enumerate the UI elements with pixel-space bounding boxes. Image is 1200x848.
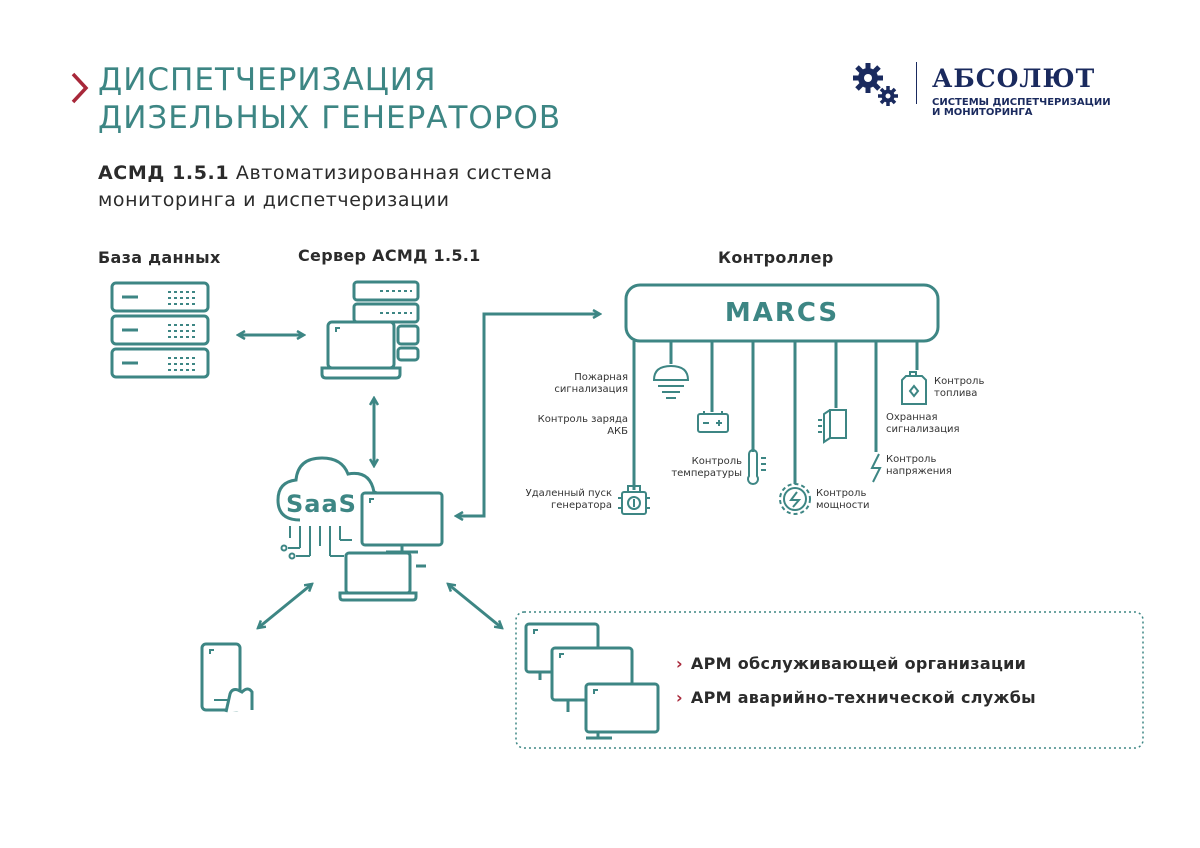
sensor-label-temp-line2: температуры	[671, 468, 742, 479]
voltage-icon	[870, 453, 882, 483]
phone-icon	[200, 642, 254, 713]
controller-label: Контроллер	[718, 248, 834, 267]
saas-phone-arrow	[258, 584, 312, 628]
controller-lines	[632, 341, 919, 490]
sensor-label-battery-line2: АКБ	[607, 426, 628, 437]
fire-alarm-icon	[652, 364, 690, 399]
fuel-canister-icon	[901, 371, 927, 405]
sensor-label-power: Контроль мощности	[816, 488, 870, 512]
chevron-right-icon: ›	[676, 654, 683, 673]
sensor-label-security-line1: Охранная	[886, 412, 938, 423]
thermometer-icon	[747, 449, 766, 485]
saas-arm-arrow	[448, 584, 502, 628]
arm-box	[515, 611, 1144, 749]
sensor-label-remote-line2: генератора	[551, 500, 612, 511]
sensor-label-power-line2: мощности	[816, 500, 870, 511]
page-title-line1: ДИСПЕТЧЕРИЗАЦИЯ	[98, 62, 437, 98]
sensor-label-fire: Пожарная сигнализация	[526, 372, 628, 396]
arm-item-emergency-service-label: АРМ аварийно-технической службы	[690, 688, 1036, 707]
logo-tagline-line2: И МОНИТОРИНГА	[932, 107, 1033, 118]
page-title-line2: ДИЗЕЛЬНЫХ ГЕНЕРАТОРОВ	[98, 100, 562, 136]
database-icon	[110, 281, 210, 379]
arm-item-emergency-service: › АРМ аварийно-технической службы	[676, 688, 1036, 707]
logo-tagline: СИСТЕМЫ ДИСПЕТЧЕРИЗАЦИИ И МОНИТОРИНГА	[932, 98, 1111, 118]
chevron-right-icon: ›	[676, 688, 683, 707]
sensor-label-remote-line1: Удаленный пуск	[525, 488, 612, 499]
sensor-label-voltage: Контроль напряжения	[886, 454, 952, 478]
saas-cloud-icon	[276, 456, 444, 602]
sensor-label-voltage-line1: Контроль	[886, 454, 937, 465]
gears-logo-icon	[853, 63, 898, 106]
marcs-controller-box	[624, 283, 940, 343]
logo-name: АБСОЛЮТ	[932, 64, 1096, 93]
database-label: База данных	[98, 248, 221, 267]
saas-label: SaaS	[286, 490, 357, 518]
power-gear-icon	[779, 483, 811, 515]
sensor-label-security-line2: сигнализация	[886, 424, 960, 435]
sensor-label-security: Охранная сигнализация	[886, 412, 960, 436]
subtitle: АСМД 1.5.1 Автоматизированная система мо…	[98, 160, 553, 214]
server-icon	[320, 280, 420, 380]
server-label: Сервер АСМД 1.5.1	[298, 246, 481, 265]
saas-controller-arrow	[456, 314, 600, 516]
logo-divider	[916, 62, 917, 104]
arm-item-service-org: › АРМ обслуживающей организации	[676, 654, 1026, 673]
sensor-label-fire-line1: Пожарная	[574, 372, 628, 383]
sensor-label-battery-line1: Контроль заряда	[537, 414, 628, 425]
sensor-label-battery: Контроль заряда АКБ	[506, 414, 628, 438]
subtitle-product: АСМД 1.5.1	[98, 162, 230, 184]
door-sensor-icon	[818, 409, 847, 444]
generator-icon	[618, 485, 650, 515]
sensor-label-fire-line2: сигнализация	[554, 384, 628, 395]
title-chevron-icon	[71, 72, 89, 104]
sensor-label-temp-line1: Контроль	[691, 456, 742, 467]
controller-name: MARCS	[724, 298, 840, 328]
subtitle-description: Автоматизированная система	[229, 162, 553, 184]
sensor-label-remote-start: Удаленный пуск генератора	[496, 488, 612, 512]
sensor-label-fuel-line2: топлива	[934, 388, 978, 399]
logo-tagline-line1: СИСТЕМЫ ДИСПЕТЧЕРИЗАЦИИ	[932, 97, 1111, 108]
battery-icon	[697, 411, 729, 433]
sensor-label-power-line1: Контроль	[816, 488, 867, 499]
sensor-label-voltage-line2: напряжения	[886, 466, 952, 477]
sensor-label-fuel-line1: Контроль	[934, 376, 985, 387]
sensor-label-fuel: Контроль топлива	[934, 376, 984, 400]
arm-monitors-icon	[524, 622, 660, 740]
arm-item-service-org-label: АРМ обслуживающей организации	[690, 654, 1027, 673]
subtitle-description-line2: мониторинга и диспетчеризации	[98, 189, 450, 211]
sensor-label-temperature: Контроль температуры	[640, 456, 742, 480]
